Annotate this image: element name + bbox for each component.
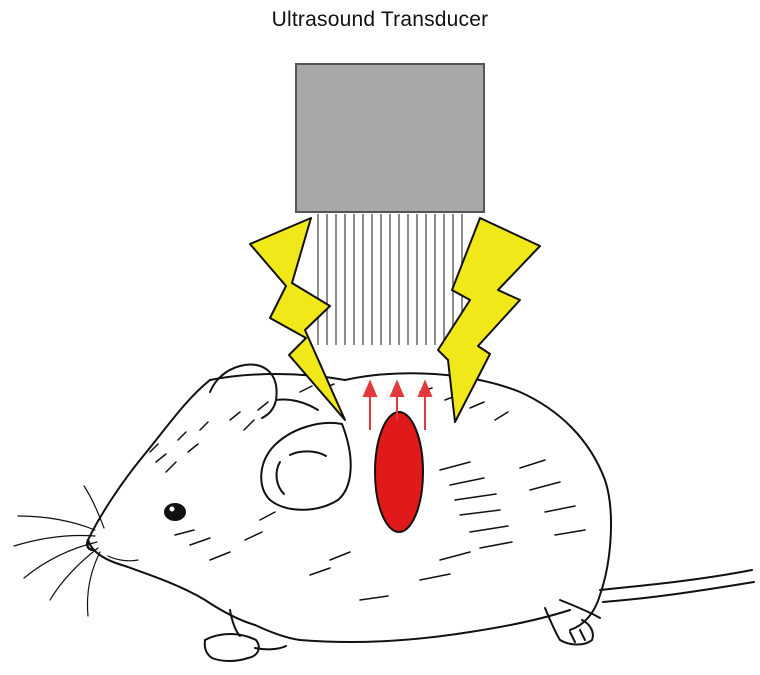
mouse-belly <box>300 610 570 642</box>
arrow-up-icon-head <box>364 382 376 396</box>
mouse-tail <box>600 570 754 602</box>
mouse-whiskers <box>14 486 104 616</box>
mouse-hind-paw <box>545 608 593 645</box>
left-lightning-bolt-icon <box>250 218 345 420</box>
mouse-fur <box>150 384 585 600</box>
mouse-back-ear <box>210 364 277 418</box>
transducer-body <box>296 64 484 212</box>
tumor <box>375 412 423 532</box>
mouse-front-paw <box>205 634 259 661</box>
mouse-ear-inner <box>277 451 326 494</box>
transducer-beam-lines <box>318 214 462 345</box>
mouse-head-outline <box>88 380 255 625</box>
mouse-ear <box>261 423 350 510</box>
mouse-neck <box>255 625 300 640</box>
mouse-eye <box>164 503 186 521</box>
mouse-eye-highlight <box>170 507 175 512</box>
arrow-up-icon-head <box>391 382 403 396</box>
